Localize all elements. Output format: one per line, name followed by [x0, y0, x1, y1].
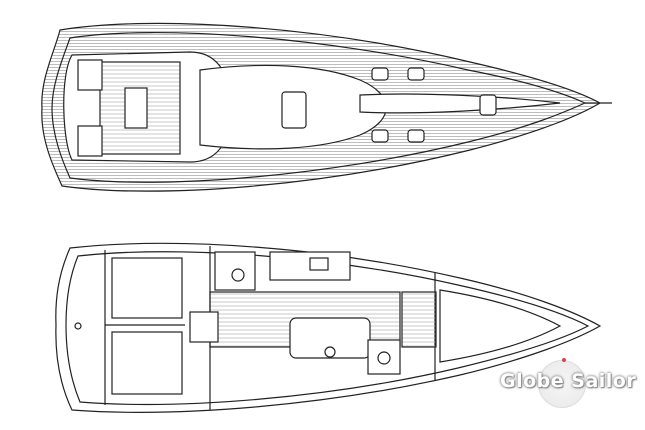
forward-berth — [439, 289, 562, 363]
heads-forward — [367, 339, 401, 375]
cockpit-table — [124, 87, 148, 129]
hatch — [371, 67, 389, 81]
mast — [324, 346, 336, 358]
watermark-compass-dot — [562, 358, 566, 362]
saloon-settee — [289, 317, 371, 359]
hatch — [371, 129, 389, 143]
sink — [309, 257, 329, 271]
helm-starboard — [77, 125, 103, 157]
hatch — [479, 94, 497, 116]
deck-plan — [41, 22, 612, 192]
foredeck-channel — [359, 93, 561, 114]
interior-hull-outline — [55, 242, 602, 413]
nav-station — [189, 311, 219, 343]
helm-port — [77, 59, 103, 91]
interior-layout — [55, 242, 602, 413]
heads-aft — [214, 251, 256, 291]
forward-floor — [401, 291, 437, 348]
aft-berth-port — [111, 257, 183, 319]
companionway — [281, 91, 307, 129]
interior-inner-line — [65, 251, 590, 406]
hatch — [407, 67, 425, 81]
toilet — [377, 351, 391, 365]
rudder-post — [74, 322, 82, 330]
deck-inner-line — [51, 32, 587, 183]
toilet — [231, 268, 245, 282]
watermark-compass-logo — [538, 360, 586, 408]
watermark-text: Globe Sailor — [500, 370, 637, 392]
hatch — [407, 129, 425, 143]
aft-berth-starboard — [111, 331, 183, 395]
